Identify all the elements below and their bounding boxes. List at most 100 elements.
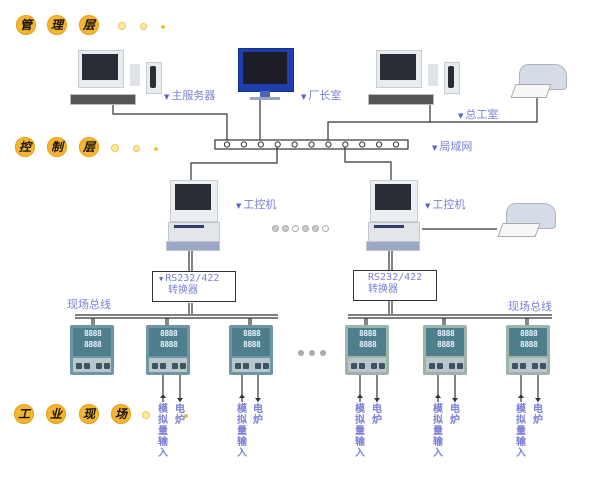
decor-dot-icon bbox=[133, 145, 140, 152]
controller-key-button[interactable] bbox=[160, 363, 166, 369]
controller-key-button[interactable] bbox=[429, 363, 435, 369]
main-server-label: ▼主服务器 bbox=[164, 89, 216, 102]
controller-key-button[interactable] bbox=[379, 363, 385, 369]
furnace-label: 电炉 bbox=[175, 404, 185, 426]
ipc-left-computer-icon[interactable] bbox=[166, 180, 230, 251]
link-ipc-left bbox=[190, 145, 278, 180]
controller-key-button[interactable] bbox=[180, 363, 186, 369]
controller-display-bottom: 8888 bbox=[520, 340, 538, 349]
decor-dot-icon bbox=[111, 144, 119, 152]
converter-right[interactable]: RS232/422 转换器 bbox=[353, 270, 437, 301]
controller-key-button[interactable] bbox=[359, 363, 365, 369]
analog-input-label: 模拟量输入 bbox=[237, 404, 247, 459]
furnace-label: 电炉 bbox=[253, 404, 263, 426]
controller-key-button[interactable] bbox=[449, 363, 455, 369]
controller-key-button[interactable] bbox=[172, 363, 178, 369]
controller-display-top: 8888 bbox=[359, 329, 377, 338]
controller-display-bottom: 8888 bbox=[160, 340, 178, 349]
temperature-controller[interactable]: 8888 8888 bbox=[423, 325, 467, 375]
analog-input-label: 模拟量输入 bbox=[516, 404, 526, 459]
furnace-label: 电炉 bbox=[372, 404, 382, 426]
triangle-icon: ▼ bbox=[159, 275, 164, 283]
controller-key-button[interactable] bbox=[263, 363, 269, 369]
layer-badge: 理 bbox=[47, 15, 67, 35]
hub-port-icon bbox=[291, 141, 298, 148]
controller-key-button[interactable] bbox=[104, 363, 110, 369]
printer-icon[interactable] bbox=[497, 203, 556, 239]
hub-port-icon bbox=[392, 141, 400, 148]
decor-dot-icon bbox=[161, 25, 165, 29]
controller-display-top: 8888 bbox=[520, 329, 538, 338]
layer-badge: 控 bbox=[15, 137, 35, 157]
converter-right-line1: RS232/422 bbox=[368, 272, 423, 283]
triangle-icon: ▼ bbox=[425, 202, 431, 210]
hub-port-icon bbox=[274, 141, 281, 148]
converter-left[interactable]: ▼RS232/422 转换器 bbox=[152, 271, 236, 302]
hub-port-icon bbox=[325, 141, 332, 148]
controller-key-button[interactable] bbox=[235, 363, 241, 369]
triangle-icon: ▼ bbox=[301, 93, 307, 101]
main-server-computer-icon[interactable] bbox=[70, 50, 162, 105]
controller-key-button[interactable] bbox=[512, 363, 518, 369]
temperature-controller[interactable]: 8888 8888 bbox=[146, 325, 190, 375]
decor-dot-icon bbox=[142, 411, 150, 419]
link-printer-top bbox=[430, 96, 538, 123]
controller-key-button[interactable] bbox=[255, 363, 261, 369]
layer-badge: 业 bbox=[46, 404, 66, 424]
controller-key-button[interactable] bbox=[152, 363, 158, 369]
controller-key-button[interactable] bbox=[96, 363, 102, 369]
decor-dot-icon bbox=[118, 22, 126, 30]
decor-dot-icon bbox=[154, 147, 158, 151]
controller-key-button[interactable] bbox=[243, 363, 249, 369]
controller-key-button[interactable] bbox=[371, 363, 377, 369]
hub-port-icon bbox=[308, 141, 315, 148]
layer-badge: 制 bbox=[47, 137, 67, 157]
triangle-icon: ▼ bbox=[458, 112, 464, 120]
layer-badge: 工 bbox=[14, 404, 34, 424]
controller-key-button[interactable] bbox=[532, 363, 538, 369]
controller-key-button[interactable] bbox=[520, 363, 526, 369]
director-label: ▼厂长室 bbox=[301, 89, 342, 102]
controller-screen bbox=[509, 328, 547, 356]
hub-port-icon bbox=[359, 141, 366, 148]
controller-display-bottom: 8888 bbox=[359, 340, 377, 349]
triangle-icon: ▼ bbox=[432, 144, 438, 152]
director-monitor-icon[interactable] bbox=[238, 48, 294, 104]
converter-right-line2: 转换器 bbox=[368, 284, 398, 295]
hub-port-icon bbox=[342, 141, 349, 148]
controller-key-button[interactable] bbox=[351, 363, 357, 369]
temperature-controller[interactable]: 8888 8888 bbox=[345, 325, 389, 375]
hub-port-icon bbox=[376, 141, 383, 148]
printer-icon[interactable] bbox=[510, 64, 567, 98]
fieldbus-left-label: 现场总线 bbox=[67, 298, 111, 311]
furnace-label: 电炉 bbox=[450, 404, 460, 426]
controller-key-button[interactable] bbox=[437, 363, 443, 369]
chief-engineer-computer-icon[interactable] bbox=[368, 50, 460, 105]
converter-left-line1: ▼RS232/422 bbox=[159, 273, 220, 284]
ipc-right-computer-icon[interactable] bbox=[366, 180, 430, 251]
controller-display-bottom: 8888 bbox=[437, 340, 455, 349]
controller-key-button[interactable] bbox=[540, 363, 546, 369]
controller-key-button[interactable] bbox=[84, 363, 90, 369]
triangle-icon: ▼ bbox=[164, 93, 170, 101]
lan-label: ▼局域网 bbox=[432, 140, 473, 153]
layer-badge: 管 bbox=[16, 15, 36, 35]
hub-port-icon bbox=[240, 141, 247, 148]
controller-display-top: 8888 bbox=[437, 329, 455, 338]
controller-screen bbox=[149, 328, 187, 356]
controller-key-button[interactable] bbox=[457, 363, 463, 369]
controller-key-button[interactable] bbox=[76, 363, 82, 369]
controller-display-top: 8888 bbox=[160, 329, 178, 338]
layer-badge: 层 bbox=[79, 137, 99, 157]
ipc-left-label: ▼工控机 bbox=[236, 198, 277, 211]
analog-input-label: 模拟量输入 bbox=[158, 404, 168, 459]
link-ipc-right bbox=[344, 145, 392, 180]
layer-badge: 层 bbox=[79, 15, 99, 35]
analog-input-label: 模拟量输入 bbox=[433, 404, 443, 459]
temperature-controller[interactable]: 8888 8888 bbox=[506, 325, 550, 375]
ellipsis-dots bbox=[298, 350, 328, 356]
controller-screen bbox=[348, 328, 386, 356]
